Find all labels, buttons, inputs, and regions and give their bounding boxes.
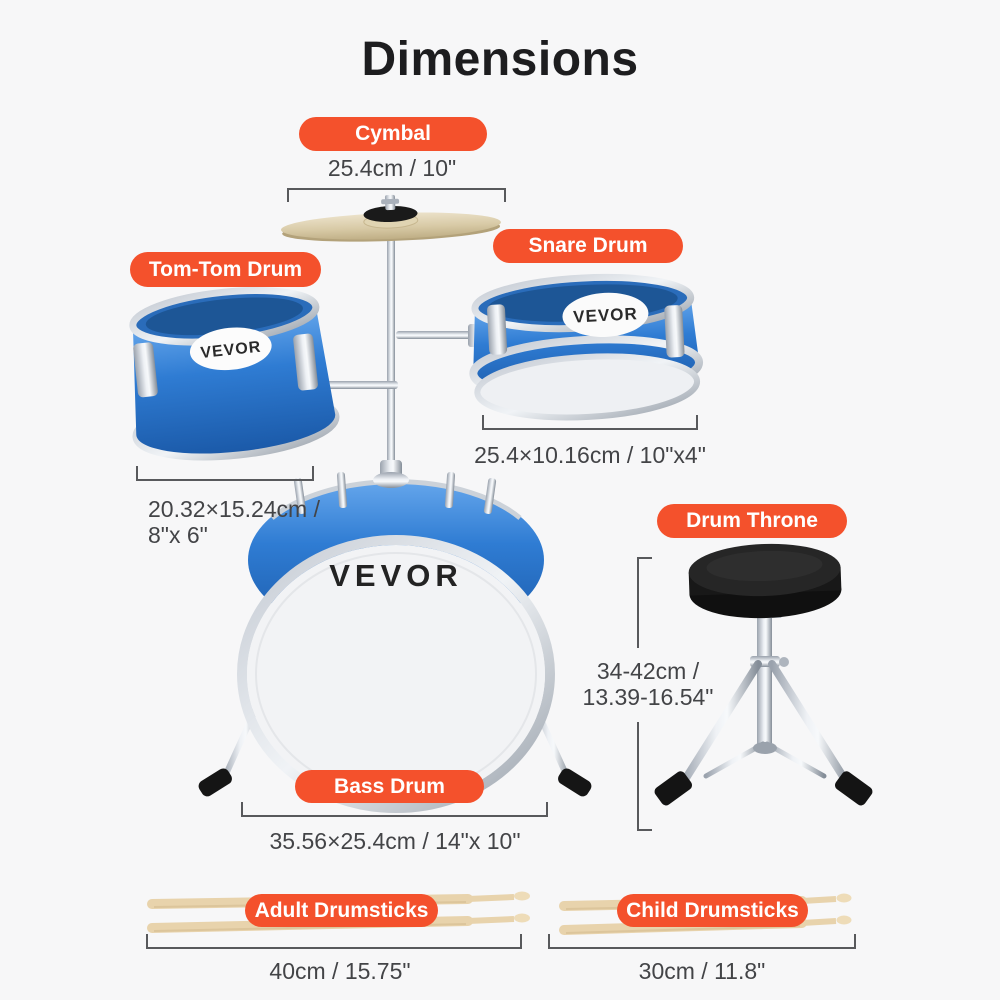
page-title: Dimensions <box>361 33 639 86</box>
throne-dimension-bracket <box>637 557 652 831</box>
child-sticks-dimension-bracket <box>548 934 856 949</box>
child-sticks-dimension-text: 30cm / 11.8" <box>638 958 766 984</box>
snare-dimension-bracket <box>482 415 698 430</box>
adult-sticks-dimension-bracket <box>146 934 522 949</box>
snare-label-pill: Snare Drum <box>493 229 683 263</box>
bass-drum-logo: VEVOR <box>329 558 463 593</box>
adult-sticks-dimension-text: 40cm / 15.75" <box>269 958 411 984</box>
adult-sticks-label-pill: Adult Drumsticks <box>245 894 438 927</box>
bass-dimension-text: 35.56×25.4cm / 14"x 10" <box>269 828 521 854</box>
snare-drum-illustration: VEVOR <box>469 273 704 421</box>
throne-dimension-line1: 34-42cm / <box>596 658 700 684</box>
tom-dimension-line1: 20.32×15.24cm / <box>148 496 320 522</box>
cymbal-illustration <box>281 194 501 242</box>
child-sticks-label-pill: Child Drumsticks <box>617 894 808 927</box>
tom-tom-drum-illustration: VEVOR <box>129 287 340 461</box>
bass-drum-illustration: VEVOR <box>198 460 592 813</box>
tom-dimension-line2: 8"x 6" <box>148 522 208 548</box>
dimension-brackets <box>136 188 856 949</box>
tom-tom-label-pill: Tom-Tom Drum <box>130 252 321 287</box>
tom-dimension-bracket <box>136 466 314 481</box>
throne-label-pill: Drum Throne <box>657 504 847 538</box>
snare-dimension-text: 25.4×10.16cm / 10"x4" <box>474 442 706 468</box>
cymbal-dimension-text: 25.4cm / 10" <box>327 155 457 181</box>
throne-dimension-text: 34-42cm / 13.39-16.54" <box>523 658 773 710</box>
cymbal-label-pill: Cymbal <box>299 117 487 151</box>
drum-throne-illustration <box>654 543 873 806</box>
tom-dimension-text: 20.32×15.24cm / 8"x 6" <box>148 496 320 548</box>
tom-badge-logo: VEVOR <box>200 339 262 362</box>
snare-badge-logo: VEVOR <box>573 304 638 326</box>
cymbal-dimension-bracket <box>287 188 506 202</box>
cymbal-stand <box>306 232 484 476</box>
bass-label-pill: Bass Drum <box>295 770 484 803</box>
bass-dimension-bracket <box>241 802 548 817</box>
throne-dimension-line2: 13.39-16.54" <box>582 684 714 710</box>
